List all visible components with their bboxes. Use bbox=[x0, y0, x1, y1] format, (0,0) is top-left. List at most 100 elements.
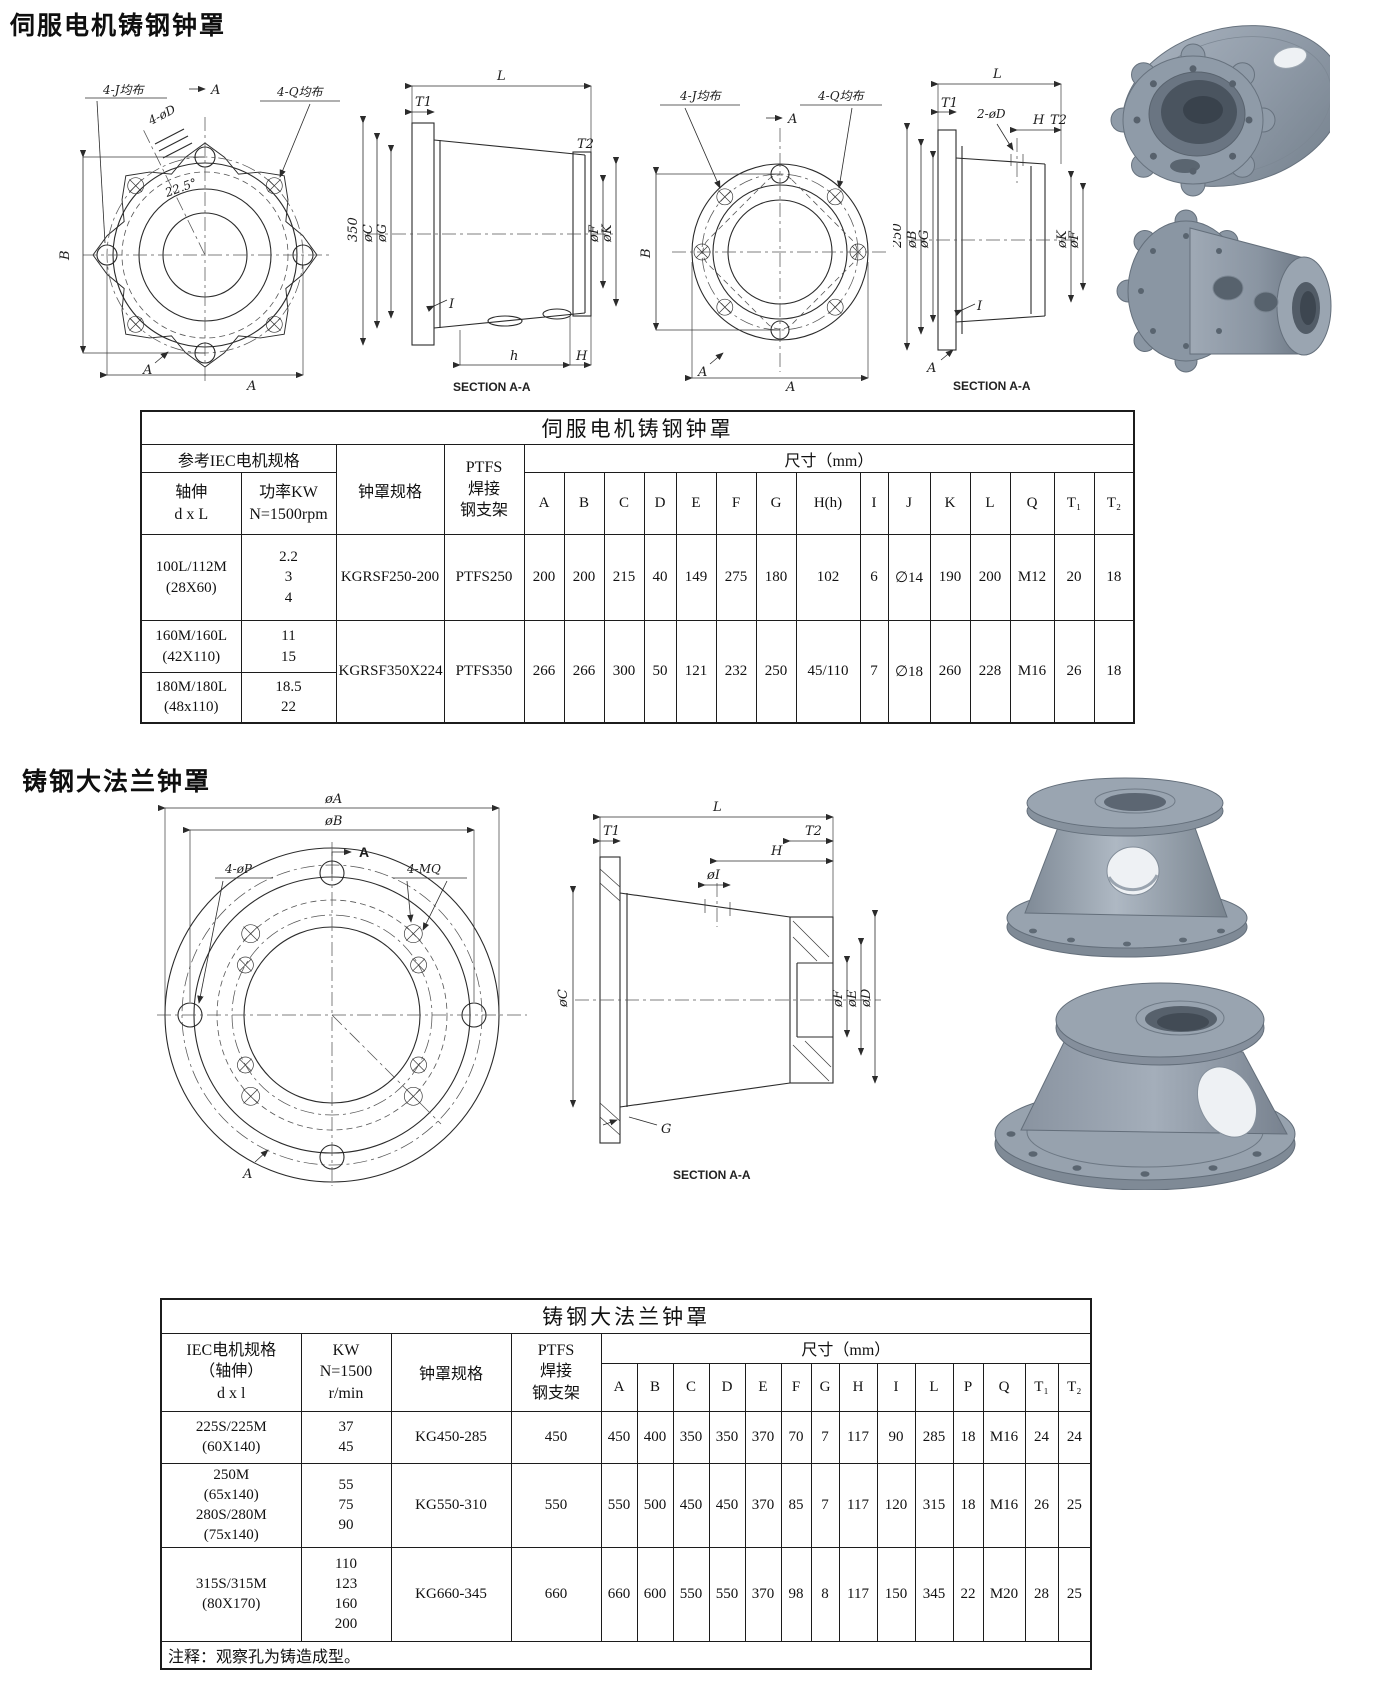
center-lines bbox=[83, 117, 331, 381]
dim-cell: M16 bbox=[982, 1462, 1026, 1548]
dim-cell: 85 bbox=[780, 1462, 812, 1548]
base-bolt-holes bbox=[1006, 1131, 1262, 1177]
bolt-holes bbox=[177, 860, 487, 1170]
dim-cell: 370 bbox=[744, 1546, 782, 1642]
dim-label-250: 250 bbox=[893, 223, 905, 249]
dim-cell: 90 bbox=[876, 1410, 916, 1464]
dim-label-L: L bbox=[712, 800, 722, 815]
dimension-lines bbox=[903, 80, 1087, 361]
section-aa-label: SECTION A-A bbox=[453, 380, 531, 394]
dim-cell: 26 bbox=[1053, 620, 1095, 723]
dim-cell: 180 bbox=[755, 534, 797, 621]
section-aa-label: SECTION A-A bbox=[673, 1168, 751, 1182]
header-dims: 尺寸（mm） bbox=[600, 1332, 1092, 1364]
top-bore-rim bbox=[1135, 1000, 1225, 1036]
bolt-holes bbox=[1133, 65, 1253, 175]
dim-label-oK: øK bbox=[1055, 229, 1070, 249]
dim-label-oF: øF bbox=[1067, 230, 1082, 249]
motor-cell: 180M/180L (48x110) bbox=[140, 672, 242, 723]
dim-label-T1: T1 bbox=[415, 95, 432, 110]
dim-label-h: h bbox=[510, 349, 518, 364]
motor-cell: 160M/160L (42X110) bbox=[140, 620, 242, 673]
dim-cell: 215 bbox=[603, 534, 645, 621]
dim-col-header: D bbox=[643, 472, 677, 535]
dim-cell: 18 bbox=[1093, 620, 1135, 723]
section2-title: 铸钢大法兰钟罩 bbox=[22, 768, 212, 796]
dimension-lines bbox=[79, 85, 340, 379]
section-arrow-label: A bbox=[926, 361, 936, 376]
servo-round-view-drawing: 4-J均布 A 4-Q均布 B A A bbox=[640, 89, 888, 394]
dim-col-header: B bbox=[636, 1362, 674, 1412]
center-lines bbox=[157, 842, 527, 1186]
body-holes bbox=[1212, 275, 1279, 313]
ptfs-cell: PTFS250 bbox=[443, 534, 525, 621]
ptfs-cell: 660 bbox=[510, 1546, 602, 1642]
dim-label-oE: øE bbox=[845, 989, 860, 1008]
dim-cell: 102 bbox=[795, 534, 861, 621]
dim-cell: 117 bbox=[838, 1546, 878, 1642]
dim-label-oC: øC bbox=[361, 224, 376, 243]
top-bore bbox=[1104, 793, 1166, 811]
table-title: 铸钢大法兰钟罩 bbox=[160, 1298, 1092, 1334]
header-ptfs: PTFS 焊接 钢支架 bbox=[510, 1332, 602, 1412]
dim-col-header: E bbox=[744, 1362, 782, 1412]
dim-cell: 450 bbox=[600, 1410, 638, 1464]
dim-label-oC: øC bbox=[556, 989, 571, 1008]
section-arrow-label-top: A bbox=[787, 112, 797, 127]
section-arrow-label-bottom: A bbox=[242, 1167, 252, 1182]
dim-cell: 150 bbox=[876, 1546, 916, 1642]
spec-cell: KG660-345 bbox=[390, 1546, 512, 1642]
dim-col-header: A bbox=[523, 472, 565, 535]
dim-col-header: L bbox=[969, 472, 1011, 535]
dim-label-T1: T1 bbox=[603, 824, 620, 839]
ptfs-cell: 550 bbox=[510, 1462, 602, 1548]
dim-cell: 18 bbox=[952, 1462, 984, 1548]
dim-label-I: I bbox=[976, 299, 983, 314]
dim-cell: 7 bbox=[859, 620, 889, 723]
dim-label-4j: 4-J均布 bbox=[102, 83, 146, 97]
render-flange-housing-top bbox=[1006, 777, 1248, 958]
section-arrow-label-bottom: A bbox=[142, 363, 152, 378]
table-row: 160M/160L (42X110) 11 15 KGRSF350X224 PT… bbox=[140, 620, 1135, 723]
dim-label-4d: 4-øD bbox=[145, 102, 178, 128]
dim-cell: 50 bbox=[643, 620, 677, 723]
kw-cell: 55 75 90 bbox=[300, 1462, 392, 1548]
dim-col-header: I bbox=[859, 472, 889, 535]
dim-label-B: B bbox=[640, 248, 654, 259]
motor-cell: 225S/225M (60X140) bbox=[160, 1410, 302, 1464]
dim-col-header: F bbox=[780, 1362, 812, 1412]
dim-cell: 22 bbox=[952, 1546, 984, 1642]
top-bore-rim bbox=[1094, 788, 1176, 814]
dim-cell: 7 bbox=[810, 1462, 840, 1548]
header-kw: KW N=1500 r/min bbox=[300, 1332, 392, 1412]
dim-label-4q: 4-Q均布 bbox=[276, 85, 325, 99]
side-hole-lip bbox=[1107, 874, 1159, 892]
dim-label-oA: øA bbox=[324, 792, 342, 807]
ptfs-cell: 450 bbox=[510, 1410, 602, 1464]
dim-col-header: E bbox=[675, 472, 717, 535]
motor-cell: 250M (65x140) 280S/280M (75x140) bbox=[160, 1462, 302, 1548]
dim-col-header: B bbox=[563, 472, 605, 535]
dim-label-2od: 2-øD bbox=[976, 107, 1006, 121]
dim-label-A-bottom: A bbox=[785, 380, 795, 394]
bolt-holes bbox=[1138, 233, 1233, 349]
dim-col-header: F bbox=[715, 472, 757, 535]
dim-label-oG: øG bbox=[375, 224, 390, 243]
section-arrow-label-top: A bbox=[359, 844, 369, 860]
header-spec: 钟罩规格 bbox=[390, 1332, 512, 1412]
dim-cell: 550 bbox=[672, 1546, 710, 1642]
dim-cell: 400 bbox=[636, 1410, 674, 1464]
section-arrow-label-top: A bbox=[210, 83, 220, 98]
servo-front-view-drawing: 4-J均布 A 4-Q均布 4-øD 22.5° B A A bbox=[58, 83, 340, 394]
base-bolt-holes bbox=[1029, 928, 1225, 947]
dim-cell: ∅18 bbox=[887, 620, 931, 723]
flange-spec-table: 铸钢大法兰钟罩 IEC电机规格 （轴伸） d x l KW N=1500 r/m… bbox=[160, 1298, 1093, 1670]
dim-label-oG: øG bbox=[917, 230, 932, 249]
table-title: 伺服电机铸钢钟罩 bbox=[140, 410, 1135, 445]
dimension-lines bbox=[157, 804, 500, 1163]
dim-cell: 7 bbox=[810, 1410, 840, 1464]
dim-label-I: I bbox=[448, 297, 455, 312]
dim-cell: 266 bbox=[563, 620, 605, 723]
dim-col-header: C bbox=[672, 1362, 710, 1412]
